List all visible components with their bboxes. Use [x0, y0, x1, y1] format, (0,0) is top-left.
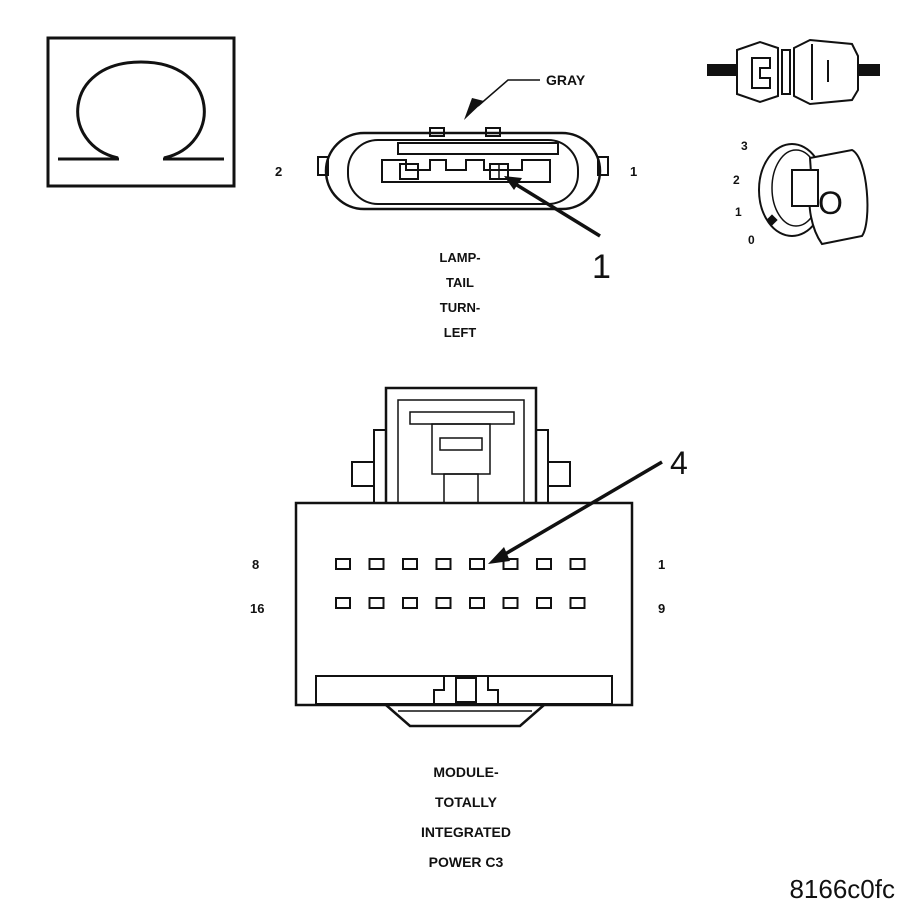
module-cavity — [368, 558, 385, 570]
module-cavity — [502, 558, 519, 570]
module-cavity — [469, 558, 485, 570]
module-callout-number: 4 — [670, 445, 688, 481]
ignition-position-label: 2 — [733, 173, 740, 187]
callout-arrowhead — [504, 176, 522, 190]
module-cavity — [536, 597, 552, 609]
ignition-position-label: 3 — [741, 139, 748, 153]
lamp-name-line: TAIL — [446, 275, 474, 290]
module-row1-right-label: 1 — [658, 557, 665, 572]
module-name-line: POWER C3 — [429, 854, 504, 870]
ignition-key-symbol: O — [818, 185, 843, 221]
module-name-line: MODULE- — [433, 764, 499, 780]
module-cavity — [469, 597, 485, 609]
lamp-name-line: LAMP- — [439, 250, 480, 265]
module-cavity — [402, 558, 418, 570]
lamp-pin-2-label: 2 — [275, 164, 282, 179]
module-cavity — [502, 597, 519, 609]
module-cavity — [435, 558, 452, 570]
module-cavity — [569, 597, 586, 609]
module-cavity — [435, 597, 452, 609]
wire-color-label: GRAY — [546, 72, 586, 88]
lamp-name-line: TURN- — [440, 300, 480, 315]
module-connector — [294, 386, 634, 728]
module-name-line: INTEGRATED — [421, 824, 511, 840]
module-cavity — [569, 558, 586, 570]
module-callout-arrow — [488, 460, 663, 564]
ignition-position-label: 0 — [748, 233, 755, 247]
module-cavity — [536, 558, 552, 570]
lamp-name-line: LEFT — [444, 325, 477, 340]
module-cavity-grid — [335, 558, 586, 609]
module-cavity — [368, 597, 385, 609]
connector-symbol-icon — [707, 38, 880, 106]
lamp-connector — [317, 79, 609, 238]
lamp-callout-number: 1 — [592, 248, 611, 286]
module-cavity — [335, 597, 351, 609]
ohmmeter-icon — [46, 36, 236, 188]
ignition-switch-icon — [758, 143, 869, 246]
wire-leader-arrowhead — [464, 98, 484, 120]
module-row2-left-label: 16 — [250, 601, 264, 616]
module-row1-left-label: 8 — [252, 557, 259, 572]
module-cavity — [335, 558, 351, 570]
lamp-pin-1-label: 1 — [630, 164, 637, 179]
figure-id: 8166c0fc — [789, 874, 895, 904]
module-cavity — [402, 597, 418, 609]
module-row2-right-label: 9 — [658, 601, 665, 616]
callout-arrowhead — [488, 547, 510, 564]
ignition-position-label: 1 — [735, 205, 742, 219]
module-name-line: TOTALLY — [435, 794, 498, 810]
